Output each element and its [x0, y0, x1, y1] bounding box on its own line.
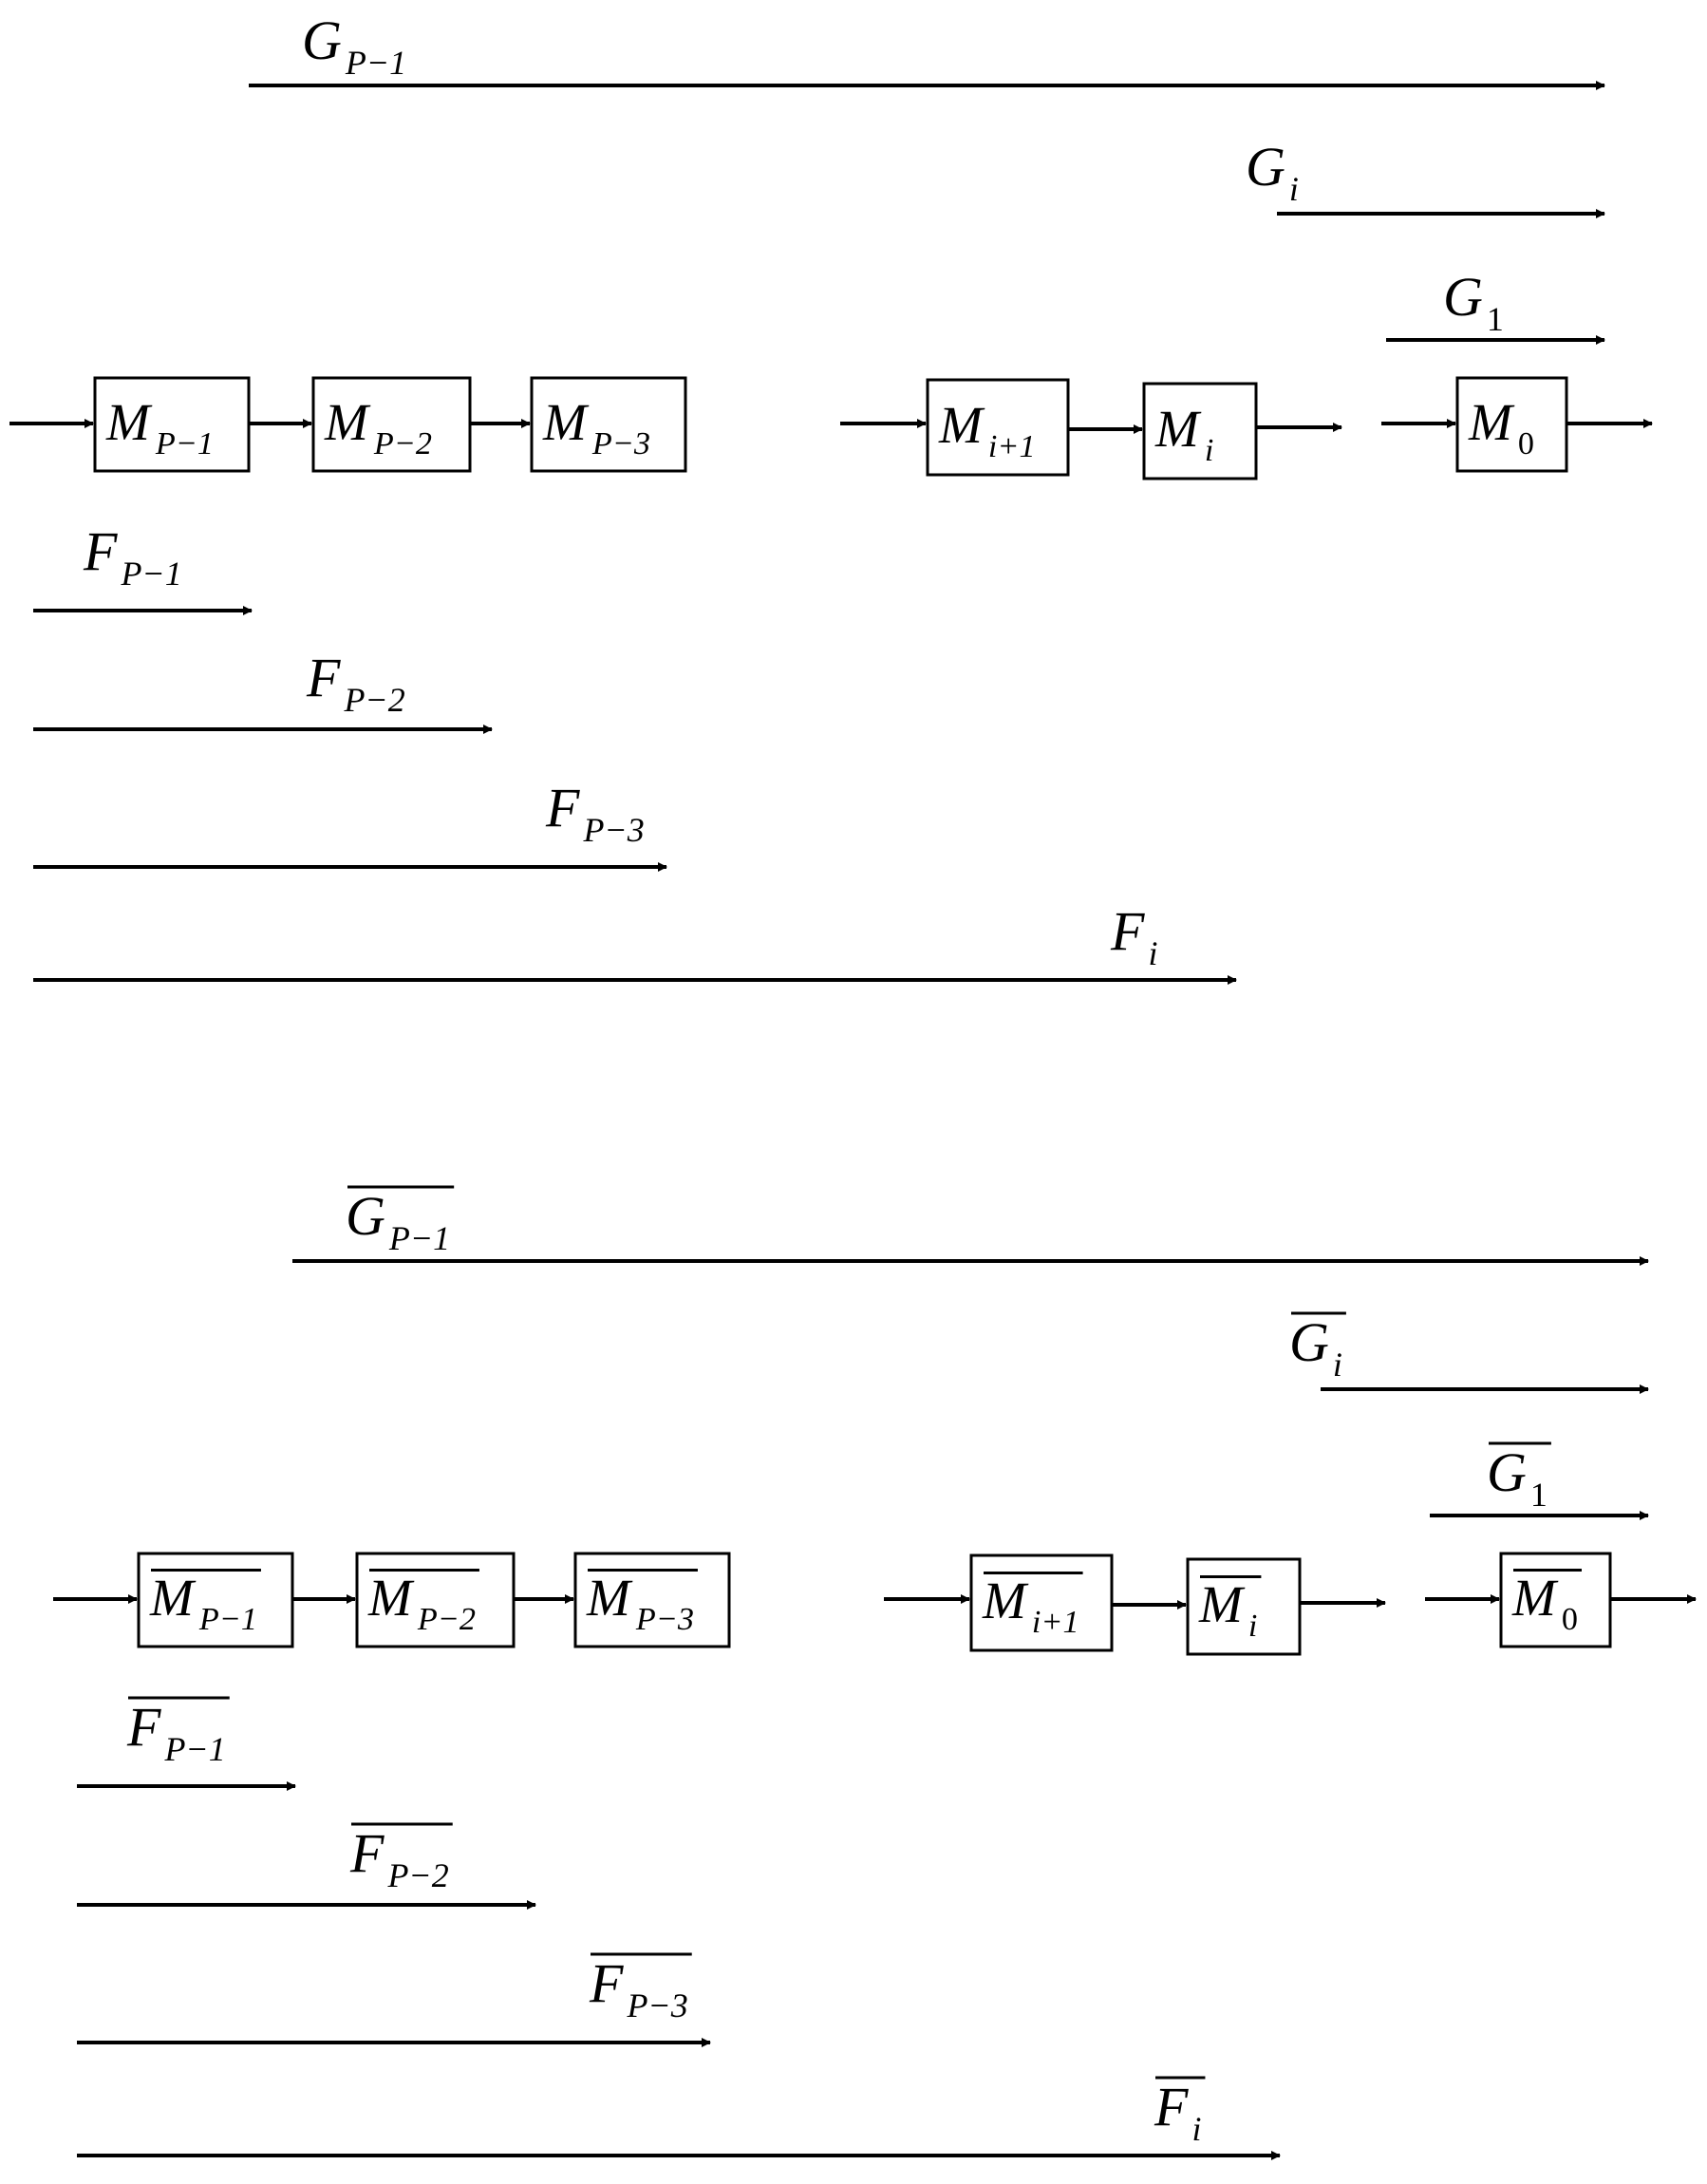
- block-m-i-border: [1142, 382, 1258, 480]
- block-m-p-minus-3-border: [530, 376, 687, 473]
- block-m-p-minus-3-border: [573, 1552, 731, 1648]
- block-m-i-border: [1186, 1557, 1302, 1656]
